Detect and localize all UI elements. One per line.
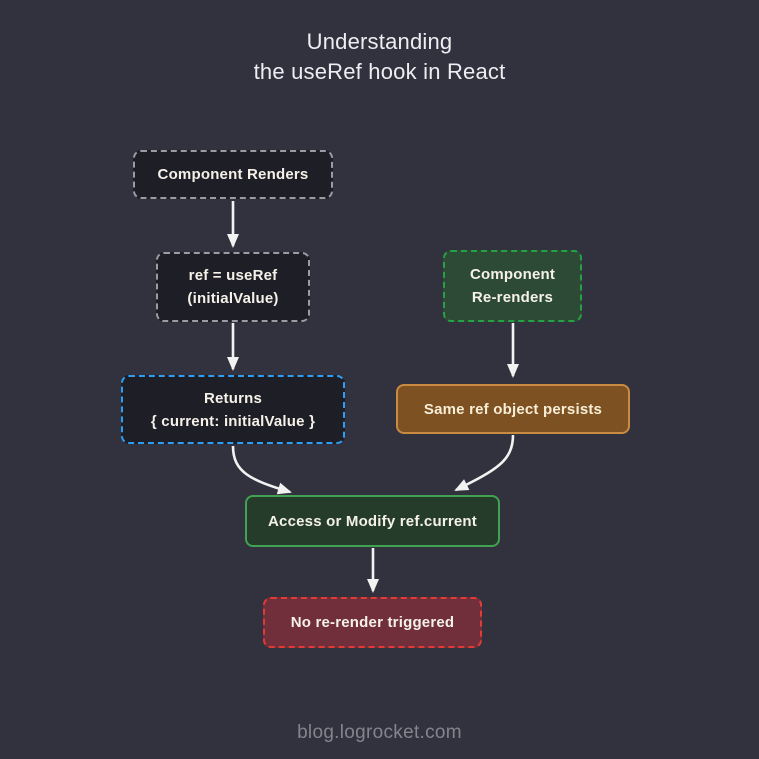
node-component-rerenders-label: Component Re-renders: [469, 266, 556, 306]
node-same-ref-persists: Same ref object persists: [396, 384, 630, 434]
node-access-modify: Access or Modify ref.current: [245, 495, 500, 547]
page-title: Understanding the useRef hook in React: [253, 29, 506, 84]
node-no-rerender-label: No re-render triggered: [290, 614, 455, 631]
node-returns-object: Returns { current: initialValue }: [121, 375, 345, 444]
edge-returns-to-access: [231, 445, 292, 495]
node-useref-call: ref = useRef (initialValue): [156, 252, 310, 322]
node-component-rerenders: Component Re-renders: [443, 250, 582, 322]
edge-persists-to-access: [454, 434, 515, 492]
node-useref-call-label: ref = useRef (initialValue): [187, 267, 279, 307]
node-component-renders-label: Component Renders: [157, 166, 309, 183]
watermark-text: blog.logrocket.com: [297, 722, 462, 743]
node-component-renders: Component Renders: [133, 150, 333, 199]
node-access-modify-label: Access or Modify ref.current: [268, 512, 477, 530]
node-same-ref-persists-label: Same ref object persists: [423, 400, 603, 418]
node-returns-object-label: Returns { current: initialValue }: [150, 389, 316, 430]
node-no-rerender: No re-render triggered: [263, 597, 482, 648]
